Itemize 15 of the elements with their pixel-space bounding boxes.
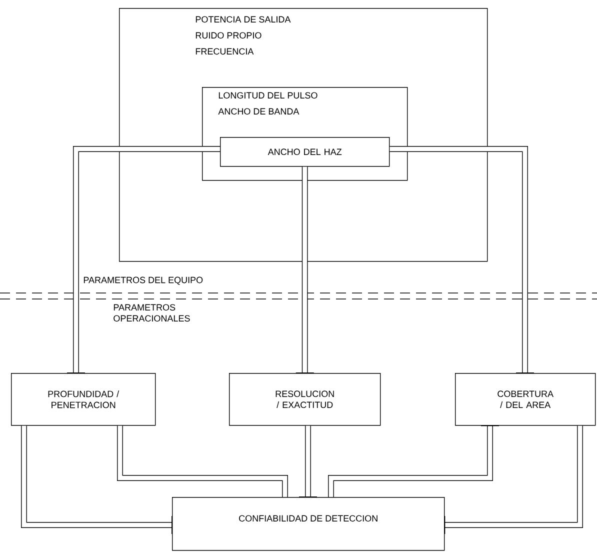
process-box: PROFUNDIDAD / PENETRACION — [11, 373, 156, 426]
pipe-connector — [299, 426, 317, 498]
process-box: ANCHO DEL HAZ — [220, 137, 390, 167]
result-box: CONFIABILIDAD DE DETECCION — [172, 497, 445, 551]
pipe-connector — [117, 426, 288, 497]
pipe-connector — [21, 426, 172, 534]
pipe-connector — [444, 426, 583, 534]
annotation-text: PARAMETROS OPERACIONALES — [114, 304, 190, 322]
annotation-text: PARAMETROS DEL EQUIPO — [82, 276, 204, 286]
process-box: RESOLUCION / EXACTITUD — [229, 373, 381, 426]
pipe-connector — [390, 146, 534, 374]
pipe-connector — [296, 166, 314, 374]
pipe-connector — [328, 425, 499, 497]
process-box: COBERTURA / DEL AREA — [455, 373, 596, 426]
pipe-connector — [67, 146, 220, 374]
